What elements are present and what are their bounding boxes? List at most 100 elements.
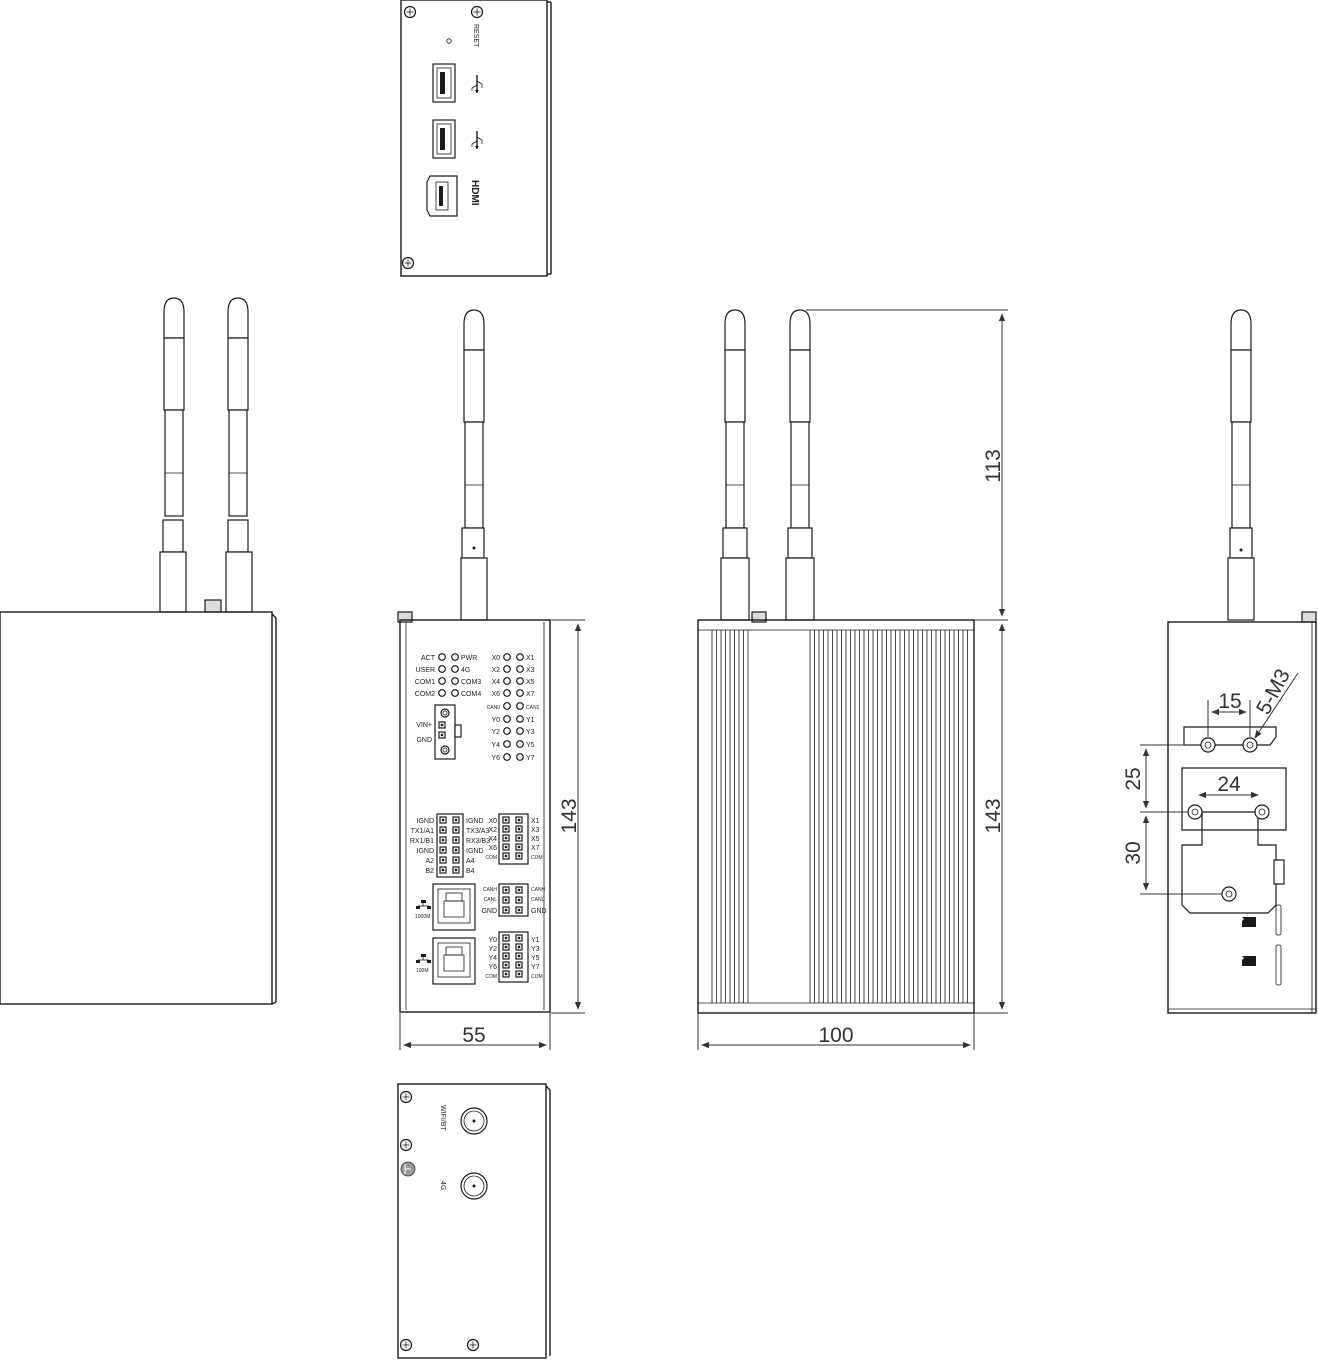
usb-port-2: [432, 119, 456, 159]
led-label: USER: [416, 667, 435, 674]
io-led-label: X6: [491, 691, 500, 698]
screw-icon: [399, 1090, 413, 1104]
power-label: GND: [416, 737, 432, 744]
usb-icon: [471, 75, 483, 93]
io-led-label: X2: [491, 667, 500, 674]
serial-pin-label: IGND: [466, 818, 484, 825]
io-led-label: X0: [491, 655, 500, 662]
io-led-label: X7: [526, 691, 535, 698]
screw-icon: [466, 1338, 480, 1352]
serial-pin-label: RX3/B3: [466, 838, 490, 845]
led-label: PWR: [461, 655, 477, 662]
led-panel: ACT USER COM1 COM2 PWR 4G COM3 COM4 X0 X…: [415, 653, 540, 762]
serial-pin-label: IGND: [466, 848, 484, 855]
serial-pin-label: IGND: [417, 848, 435, 855]
dimension-height: 143: [558, 798, 581, 833]
sd-card-icon: [1242, 956, 1256, 966]
can-pin-label: GND: [481, 908, 497, 915]
do-pin-label: Y0: [488, 937, 497, 944]
do-pin-label: COM: [531, 974, 543, 980]
front-view: ACT USER COM1 COM2 PWR 4G COM3 COM4 X0 X…: [397, 309, 585, 1050]
io-led-label: Y1: [526, 717, 535, 724]
can-pin-label: CANL: [531, 897, 545, 903]
network-icon: [416, 900, 431, 909]
sd-slot: [1275, 904, 1282, 936]
power-label: VIN+: [416, 722, 432, 729]
right-view: 15 5-M3 24 25 30: [1122, 309, 1317, 1014]
mounting-hole: [1187, 804, 1203, 820]
ethernet-port-2: 100M: [416, 937, 476, 985]
lte-antenna-connector: [460, 1172, 488, 1200]
io-led-label: X1: [526, 655, 535, 662]
serial-pin-label: B4: [466, 868, 475, 875]
mounting-hole: [1242, 737, 1258, 753]
screw-spec-label: 5-M3: [1252, 665, 1295, 718]
io-led-label: Y3: [526, 729, 535, 736]
di-pin-label: X6: [488, 845, 497, 852]
serial-pin-label: A4: [466, 858, 475, 865]
io-led-label: CAN0: [487, 705, 501, 711]
dimension-hole-spacing: 25: [1122, 767, 1145, 790]
di-pin-label: X0: [488, 818, 497, 825]
can-pin-label: CANL: [484, 897, 498, 903]
led-label: 4G: [461, 667, 470, 674]
antenna-icon: [163, 297, 185, 517]
network-icon: [416, 954, 431, 963]
usb-icon: [471, 131, 483, 149]
do-pin-label: Y4: [488, 955, 497, 962]
serial-pin-label: B2: [425, 868, 434, 875]
di-pin-label: X3: [531, 827, 540, 834]
io-led-label: Y6: [491, 755, 500, 762]
sd-card-icon: [1242, 917, 1256, 927]
di-pin-label: X2: [488, 827, 497, 834]
can-pin-label: GND: [531, 908, 547, 915]
hdmi-label: HDMI: [469, 180, 480, 206]
led-label: COM1: [415, 679, 435, 686]
reset-button-hole: [446, 38, 452, 44]
dimension-antenna-height: 113: [982, 449, 1005, 482]
io-led-label: Y5: [526, 742, 535, 749]
ground-icon: [400, 1161, 416, 1177]
sim-slot: [1275, 944, 1282, 986]
antenna-icon: [724, 309, 746, 529]
serial-pin-label: IGND: [417, 818, 435, 825]
power-connector: VIN+ GND: [416, 704, 462, 760]
side-view: 113 143 100: [697, 309, 1008, 1050]
serial-terminal-block: IGND TX1/A1 RX1/B1 IGND A2 B2 IGND TX3/A…: [410, 813, 490, 878]
top-view: RESET HDMI: [400, 0, 552, 277]
digital-output-block: Y0 Y2 Y4 Y6 COM Y1 Y3 Y5 Y7 COM: [485, 931, 543, 983]
can-terminal-block: CANH CANL GND CANH CANL GND: [481, 883, 547, 917]
io-led-label: Y0: [491, 717, 500, 724]
wifi-label: WIFI/BT: [439, 1105, 446, 1131]
serial-pin-label: TX3/A3: [466, 828, 489, 835]
ethernet-port-1: 1000M: [415, 883, 476, 931]
io-led-label: CAN1: [526, 705, 540, 711]
antenna-icon: [227, 297, 249, 517]
antenna-icon: [789, 309, 811, 529]
reset-label: RESET: [472, 24, 479, 48]
led-label: COM3: [461, 679, 481, 686]
dimension-height: 143: [982, 798, 1005, 833]
antenna-icon: [1230, 309, 1252, 529]
di-pin-label: X4: [488, 836, 497, 843]
io-led-label: Y7: [526, 755, 535, 762]
screw-icon: [399, 1338, 413, 1352]
do-pin-label: Y3: [531, 946, 540, 953]
do-pin-label: Y5: [531, 955, 540, 962]
screw-icon: [403, 5, 417, 19]
heatsink-fins: [711, 630, 968, 1003]
lte-label: 4G: [439, 1181, 446, 1190]
screw-icon: [470, 5, 484, 19]
screw-icon: [399, 1138, 413, 1152]
dimension-hole-spacing: 15: [1218, 690, 1241, 713]
hdmi-port: [426, 175, 458, 217]
io-led-label: Y4: [491, 742, 500, 749]
di-pin-label: X7: [531, 845, 540, 852]
io-led-label: X3: [526, 667, 535, 674]
mounting-hole: [1200, 737, 1216, 753]
di-pin-label: X1: [531, 818, 540, 825]
antenna-icon: [463, 309, 485, 529]
io-led-label: X4: [491, 679, 500, 686]
can-pin-label: CANH: [483, 887, 498, 893]
